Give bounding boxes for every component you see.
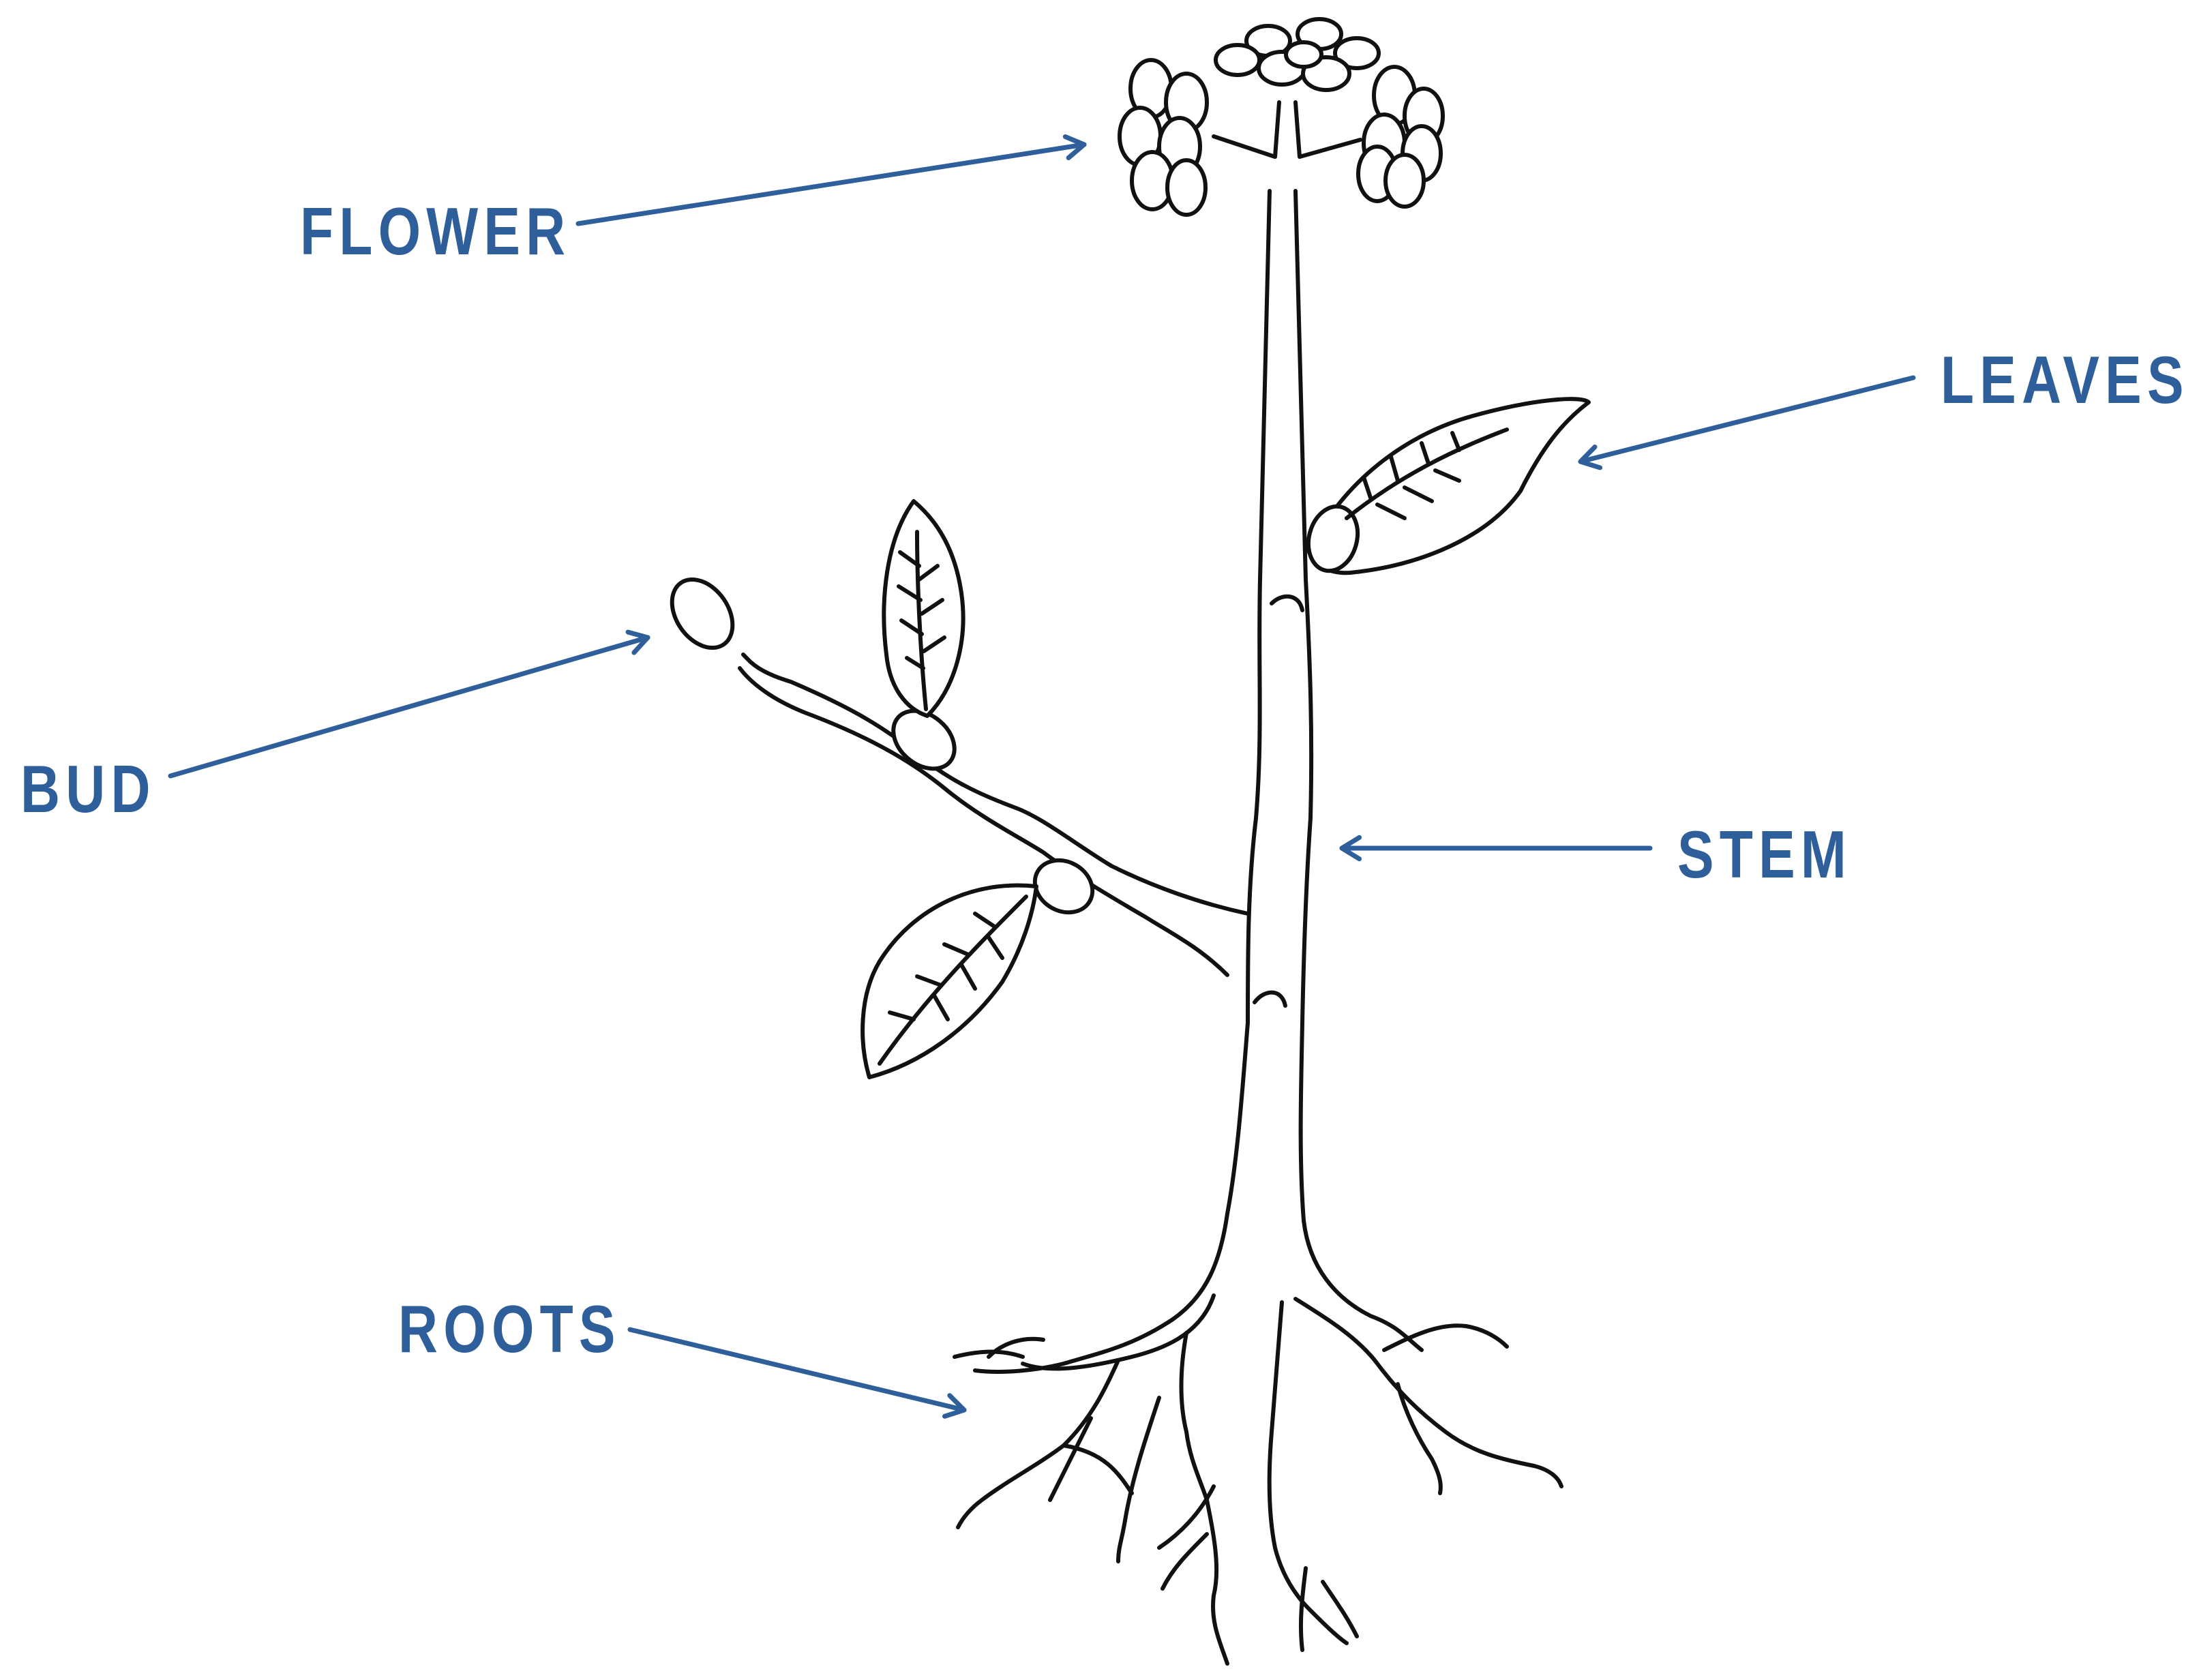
label-leaves: LEAVES: [1941, 346, 2186, 413]
stem-illustration: [975, 191, 1270, 1372]
label-bud: BUD: [20, 755, 156, 822]
arrow-roots: [630, 1330, 964, 1416]
branch-illustration: [743, 655, 1248, 914]
leaf-illustration-right: [1302, 399, 1589, 576]
label-roots: ROOTS: [398, 1295, 621, 1362]
arrow-bud: [170, 632, 648, 776]
label-flower: FLOWER: [300, 198, 571, 265]
pointer-arrows: [170, 136, 1913, 1416]
label-stem: STEM: [1677, 821, 1852, 888]
arrow-flower: [578, 136, 1084, 224]
leaf-illustration-upper: [884, 501, 963, 716]
flower-illustration: [1120, 19, 1443, 215]
arrow-leaves: [1581, 378, 1913, 468]
bud-illustration: [659, 568, 745, 659]
leaf-illustration-lower: [863, 885, 1036, 1077]
arrow-stem: [1342, 837, 1650, 858]
roots-illustration: [955, 1295, 1561, 1664]
